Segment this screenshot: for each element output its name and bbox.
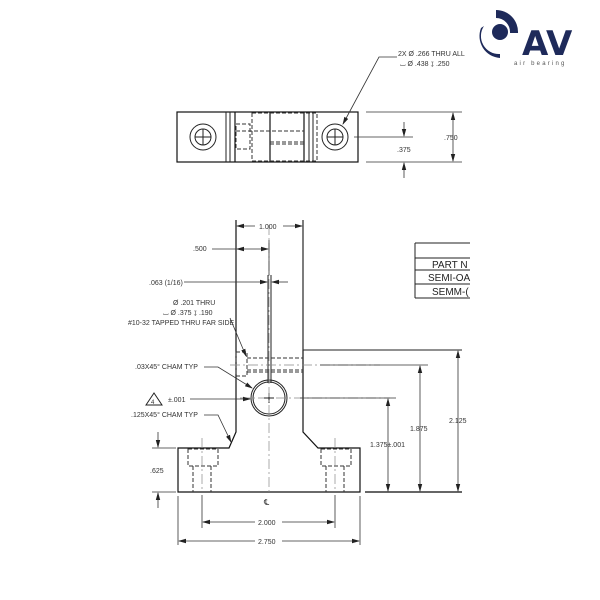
front-view: ℄ 1.000 .500 .063 (1/16) Ø .201 THRU ⌴ Ø… [128,220,467,546]
datum-flag-number: 4 [151,400,155,406]
dim-half-500: .500 [193,246,207,253]
dim-bore-center-1375: 1.375±.001 [370,442,405,449]
part-number-table: PART N SEMI-OA SEMM-( [414,242,471,299]
dim-half-height-375: .375 [397,147,411,154]
table-header: PART N [432,260,468,271]
datum-flag: 4 [145,392,163,406]
hole-callout-line1: 2X Ø .266 THRU ALL [398,51,465,58]
counterbore-left [187,438,219,492]
tapped-note-line3: #10-32 TAPPED THRU FAR SIDE [128,320,235,327]
centerline-symbol: ℄ [263,498,270,507]
tapped-note-line1: Ø .201 THRU [173,300,215,307]
dim-total-height-2125: 2.125 [449,418,467,425]
logo-letters: AV [522,24,573,64]
chamfer-small-note: .03X45° CHAM TYP [135,363,198,371]
top-view: 2X Ø .266 THRU ALL ⌴ Ø .438 ↧ .250 .750 … [176,51,465,178]
logo-swoosh-icon [479,9,519,58]
dim-mid-height-1875: 1.875 [410,426,428,433]
chamfer-large-note: .125X45° CHAM TYP [131,411,198,419]
counterbore-right [320,438,352,492]
dim-slot-063: .063 (1/16) [149,280,183,287]
bore-tolerance: ±.001 [168,397,186,404]
hole-callout-line2: ⌴ Ø .438 ↧ .250 [400,61,450,68]
mounting-hole-left [189,123,217,151]
dim-height-750: .750 [444,135,458,142]
dim-total-width-2750: 2.750 [258,539,276,546]
company-logo: AV air bearing [479,9,573,67]
dim-top-width-1000: 1.000 [259,224,277,231]
mounting-hole-right [321,123,349,151]
dim-base-height-625: .625 [150,468,164,475]
dim-hole-spacing-2000: 2.000 [258,520,276,527]
table-row-1: SEMI-OA [428,273,471,284]
tapped-note-line2: ⌴ Ø .375 ↧ .190 [163,310,213,317]
logo-tagline: air bearing [514,61,567,67]
table-row-2: SEMM-( [432,287,469,298]
